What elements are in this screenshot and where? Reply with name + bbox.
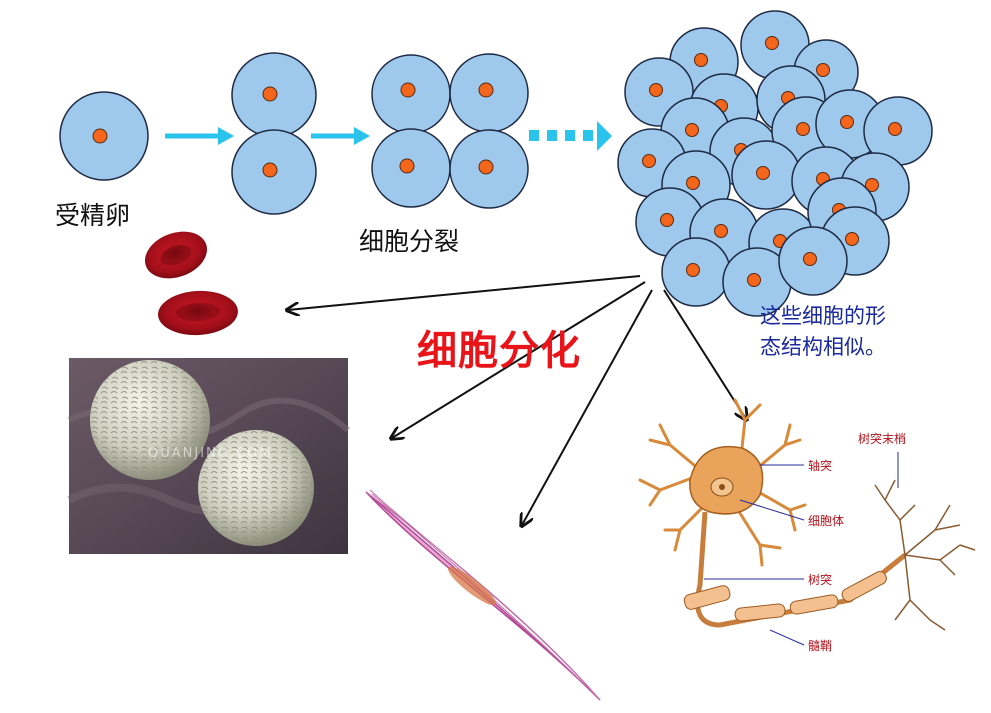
cyan-arrow-icon [165,127,234,145]
nucleus [686,176,700,190]
differentiation-arrows [288,275,746,525]
nucleus [649,83,663,97]
white-blood-cell-photo [67,358,350,554]
neuron-label-dendrite-terminal: 树突末梢 [858,432,907,446]
nucleus [642,154,656,168]
cell-division-label: 细胞分裂 [359,227,460,256]
nucleus [714,224,728,238]
nucleus [840,115,854,129]
cyan-arrow-icon [311,127,370,145]
nucleus [756,166,770,180]
watermark: QUANJING.COM [148,446,273,461]
neuron-label-axon: 轴突 [808,459,833,473]
red-blood-cell [145,231,207,279]
nucleus [816,63,830,77]
cell-cluster [617,10,933,317]
nucleus [92,128,108,144]
nucleus [796,122,810,136]
nucleus [845,232,859,246]
fertilized-egg-cell [59,91,149,181]
nucleus [686,263,700,277]
neuron [638,398,976,646]
nucleus [765,36,779,50]
nucleus [747,273,761,287]
four-cell-stage [371,53,529,209]
similar-note-line2: 态结构相似。 [760,335,886,359]
neuron-label-myelin: 髓鞘 [808,639,833,653]
fertilized-egg-label: 受精卵 [55,201,131,230]
nucleus [803,252,817,266]
cell-differentiation-title: 细胞分化 [417,328,581,374]
nucleus [888,122,902,136]
red-blood-cell [158,290,238,336]
nucleus [660,213,674,227]
dotted-cyan-arrow-icon [529,121,612,151]
two-cell-stage [231,52,317,215]
nucleus [685,123,699,137]
neuron-label-dendrite: 树突 [808,573,833,587]
smooth-muscle-cell [365,489,601,701]
neuron-label-cell-body: 细胞体 [808,514,845,528]
nucleus [694,53,708,67]
nucleus [865,178,879,192]
similar-note-line1: 这些细胞的形 [760,304,886,328]
